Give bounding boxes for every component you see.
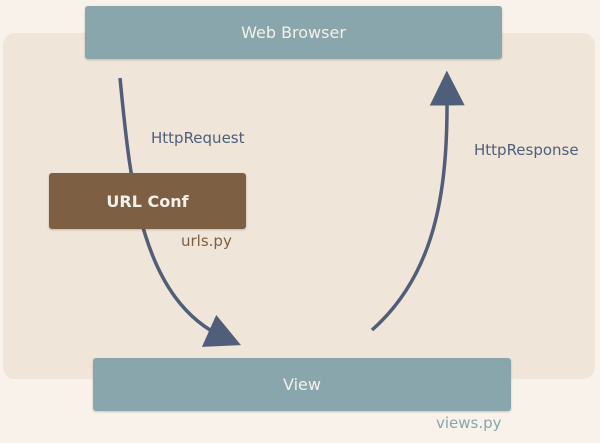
urls-py-label: urls.py (181, 232, 232, 250)
http-response-label: HttpResponse (474, 141, 579, 159)
http-request-label: HttpRequest (151, 129, 245, 147)
url-conf-box: URL Conf (49, 173, 246, 229)
response-arrow (370, 70, 465, 332)
web-browser-box: Web Browser (85, 6, 502, 59)
views-py-label: views.py (436, 414, 502, 432)
request-arrow (118, 77, 241, 347)
view-box: View (93, 358, 511, 411)
